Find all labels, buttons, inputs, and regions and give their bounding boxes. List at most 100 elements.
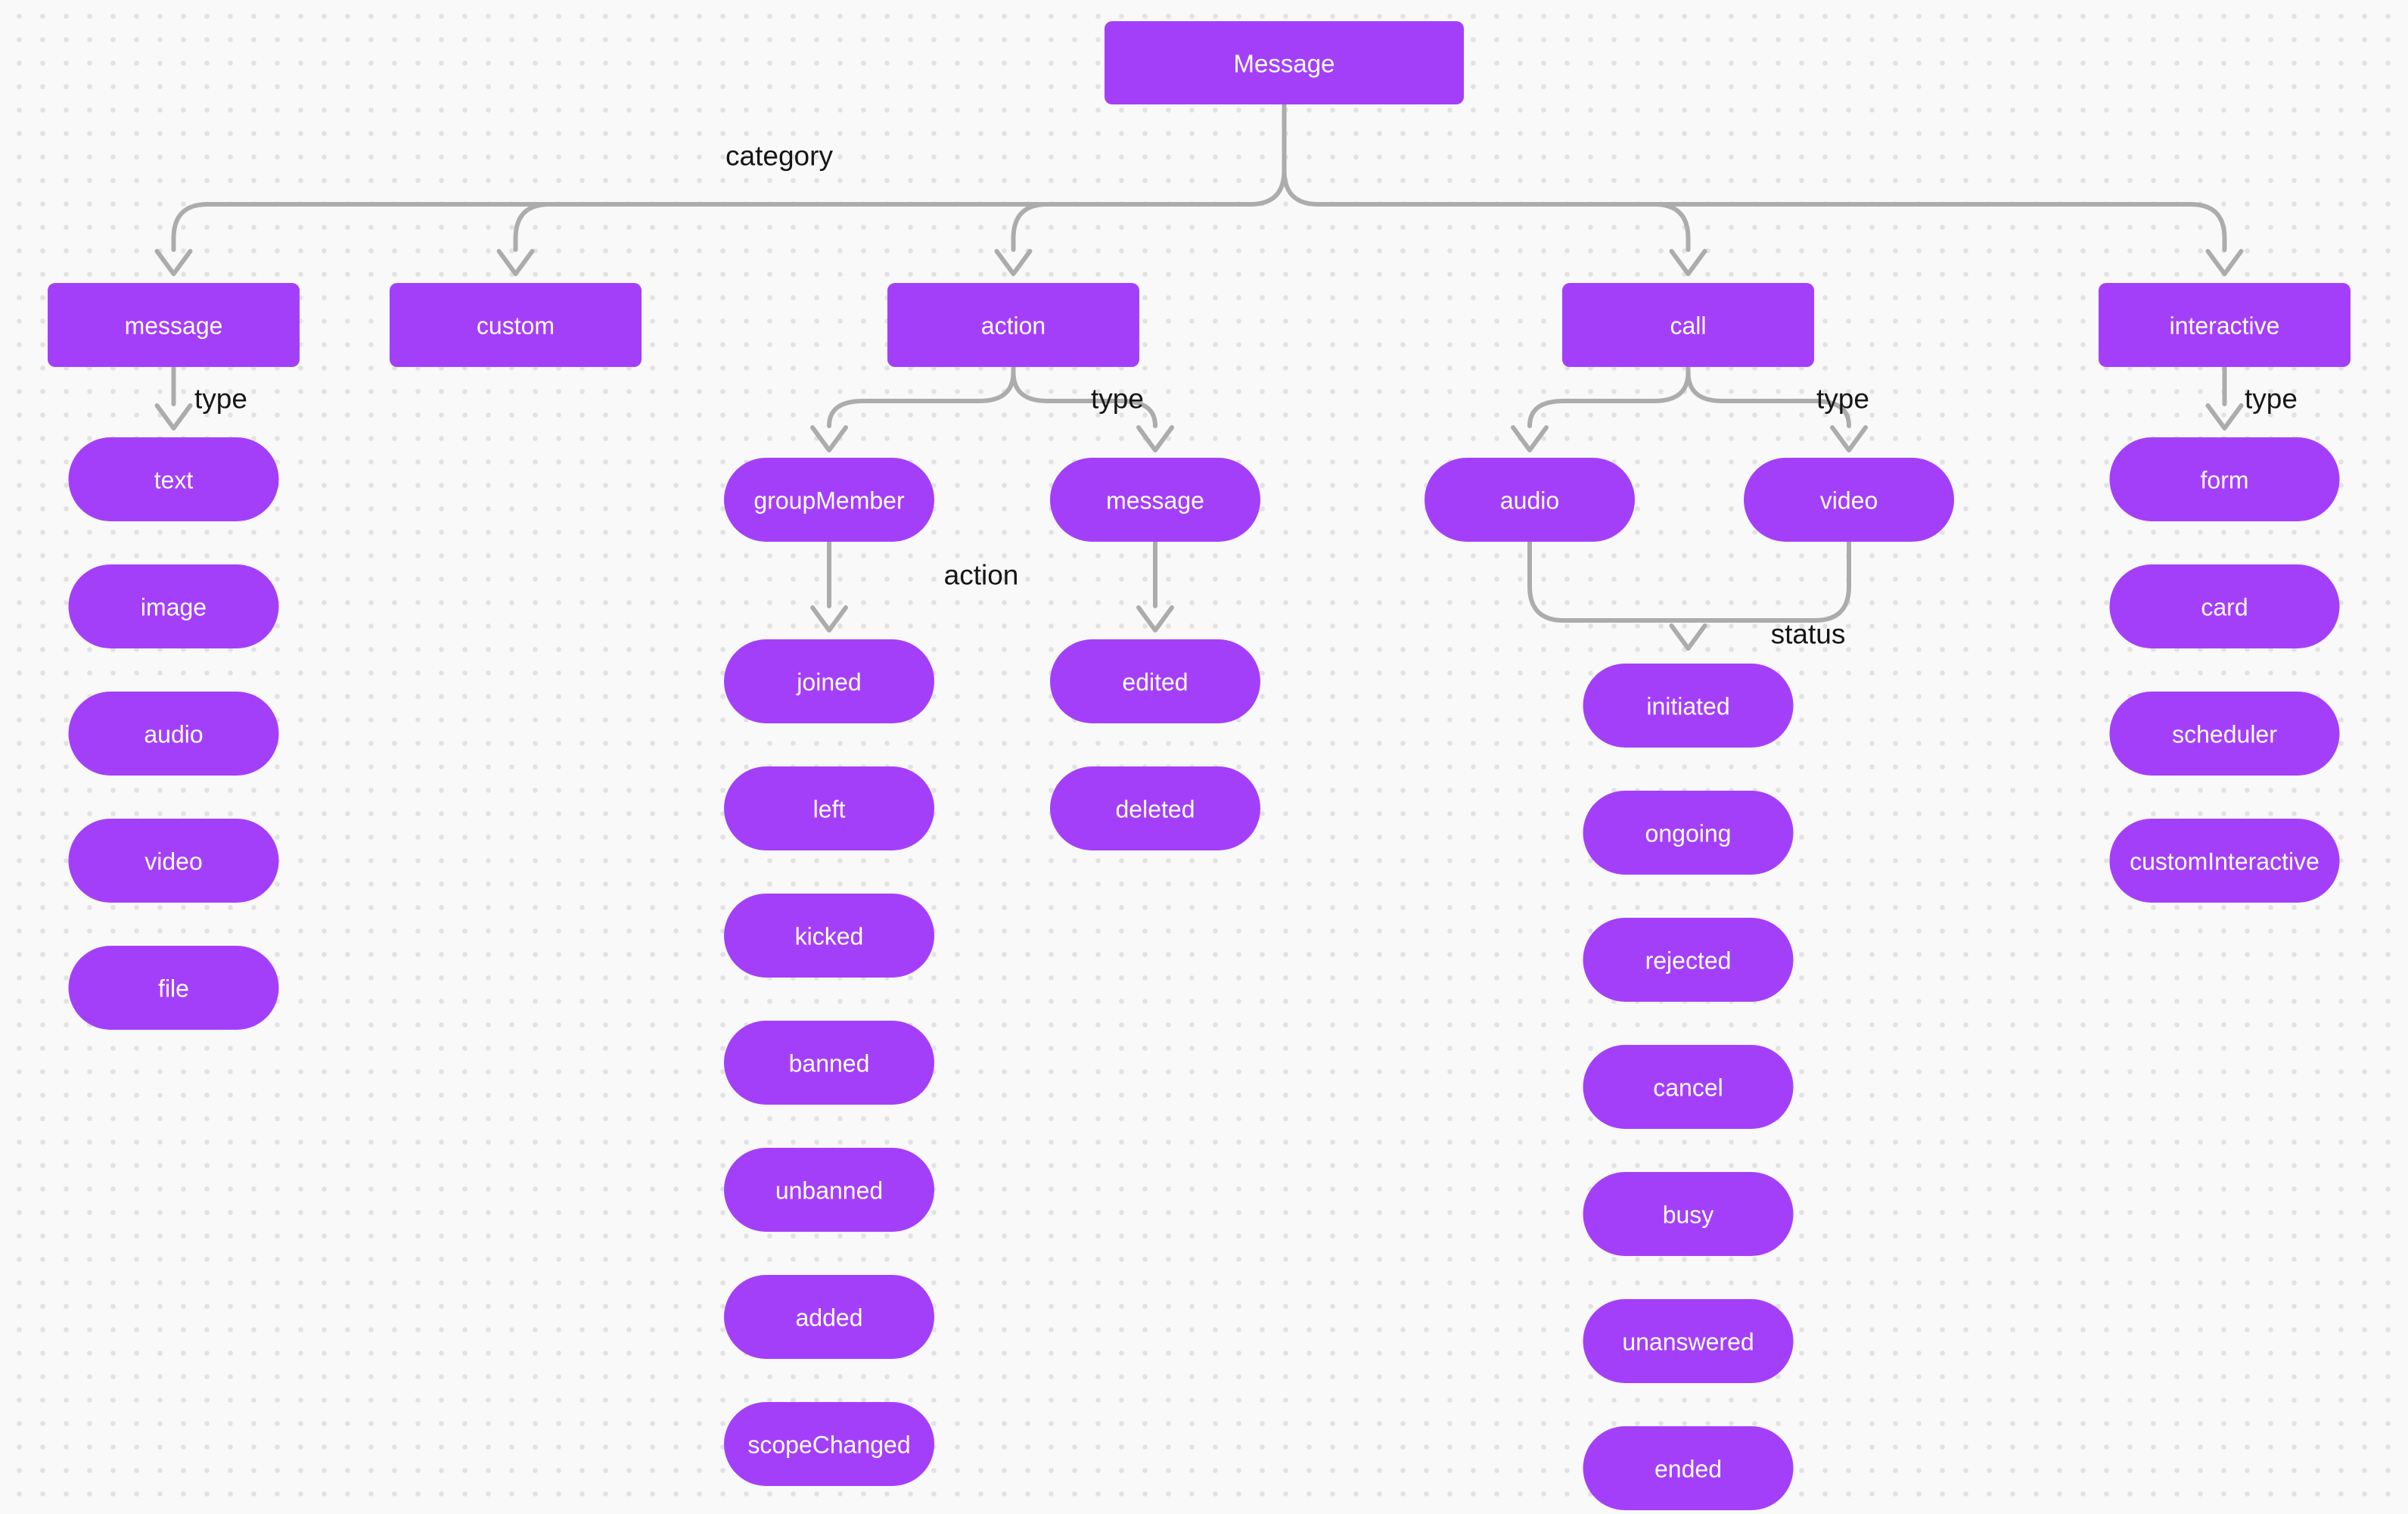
node-type-image[interactable]: image — [68, 564, 279, 648]
node-category-custom[interactable]: custom — [390, 283, 642, 367]
edge-label-status: status — [1771, 619, 1846, 650]
node-status-ongoing[interactable]: ongoing — [1583, 791, 1794, 875]
node-type-audio-rect[interactable] — [68, 692, 279, 776]
node-actiontype-message-rect[interactable] — [1050, 458, 1260, 542]
node-status-cancel-rect[interactable] — [1583, 1045, 1794, 1129]
node-status-ongoing-rect[interactable] — [1583, 791, 1794, 875]
node-calltype-audio-rect[interactable] — [1425, 458, 1635, 542]
node-inter-scheduler[interactable]: scheduler — [2109, 692, 2340, 776]
node-status-unanswered[interactable]: unanswered — [1583, 1299, 1794, 1383]
node-inter-card[interactable]: card — [2109, 564, 2340, 648]
node-gm-banned-rect[interactable] — [724, 1021, 934, 1105]
node-actiontype-message[interactable]: message — [1050, 458, 1260, 542]
node-message-root[interactable]: Message — [1105, 21, 1464, 104]
node-gm-unbanned[interactable]: unbanned — [724, 1148, 934, 1232]
node-category-interactive-rect[interactable] — [2099, 283, 2351, 367]
node-actiontype-message-label: message — [1106, 487, 1204, 515]
node-actiontype-groupmember-rect[interactable] — [724, 458, 934, 542]
node-calltype-video-rect[interactable] — [1744, 458, 1954, 542]
node-inter-scheduler-label: scheduler — [2172, 721, 2277, 748]
node-category-call-label: call — [1670, 312, 1706, 340]
node-type-video[interactable]: video — [68, 819, 279, 903]
edges — [154, 102, 2244, 651]
node-category-call[interactable]: call — [1562, 283, 1814, 367]
node-status-rejected[interactable]: rejected — [1583, 918, 1794, 1002]
node-status-ended[interactable]: ended — [1583, 1426, 1794, 1510]
node-type-video-rect[interactable] — [68, 819, 279, 903]
edge-label-type-action: type — [1091, 384, 1144, 415]
arrowhead-status — [1669, 623, 1707, 651]
node-type-text-rect[interactable] — [68, 437, 279, 521]
node-inter-custominteractive-rect[interactable] — [2109, 819, 2340, 903]
node-inter-form[interactable]: form — [2109, 437, 2340, 521]
node-category-interactive[interactable]: interactive — [2099, 283, 2351, 367]
node-type-video-label: video — [144, 848, 203, 875]
node-status-cancel[interactable]: cancel — [1583, 1045, 1794, 1129]
node-type-file[interactable]: file — [68, 946, 279, 1030]
node-gm-scopechanged-label: scopeChanged — [747, 1432, 910, 1459]
node-category-message-rect[interactable] — [48, 283, 300, 367]
edge-merge-audio — [1527, 539, 1691, 623]
edge-branch-custom — [513, 202, 552, 252]
node-gm-kicked-rect[interactable] — [724, 894, 934, 978]
node-gm-banned-label: banned — [789, 1050, 870, 1077]
node-inter-form-rect[interactable] — [2109, 437, 2340, 521]
node-status-initiated[interactable]: initiated — [1583, 664, 1794, 748]
node-status-ended-rect[interactable] — [1583, 1426, 1794, 1510]
node-category-action-rect[interactable] — [887, 283, 1139, 367]
node-type-text[interactable]: text — [68, 437, 279, 521]
node-inter-scheduler-rect[interactable] — [2109, 692, 2340, 776]
node-gm-scopechanged[interactable]: scopeChanged — [724, 1402, 934, 1486]
node-type-image-label: image — [141, 594, 207, 621]
node-status-unanswered-rect[interactable] — [1583, 1299, 1794, 1383]
node-category-action[interactable]: action — [887, 283, 1139, 367]
node-status-rejected-rect[interactable] — [1583, 918, 1794, 1002]
node-calltype-video[interactable]: video — [1744, 458, 1954, 542]
node-status-initiated-rect[interactable] — [1583, 664, 1794, 748]
node-inter-custominteractive[interactable]: customInteractive — [2109, 819, 2340, 903]
node-status-unanswered-label: unanswered — [1622, 1329, 1754, 1356]
node-category-action-label: action — [981, 312, 1046, 340]
arrowhead-custom — [496, 249, 535, 276]
node-inter-custominteractive-label: customInteractive — [2130, 848, 2319, 875]
node-actiontype-groupmember[interactable]: groupMember — [724, 458, 934, 542]
node-msg-edited-label: edited — [1122, 669, 1188, 696]
node-inter-form-label: form — [2201, 467, 2249, 494]
node-message-root-rect[interactable] — [1105, 21, 1464, 104]
node-gm-unbanned-rect[interactable] — [724, 1148, 934, 1232]
node-type-audio[interactable]: audio — [68, 692, 279, 776]
node-status-busy[interactable]: busy — [1583, 1172, 1794, 1256]
edge-root-bus-right — [1282, 102, 2227, 252]
node-gm-added-label: added — [796, 1304, 863, 1332]
node-type-file-rect[interactable] — [68, 946, 279, 1030]
edge-merge-video — [1686, 539, 1851, 623]
node-msg-edited[interactable]: edited — [1050, 639, 1260, 723]
node-gm-added-rect[interactable] — [724, 1275, 934, 1359]
node-category-custom-rect[interactable] — [390, 283, 642, 367]
node-gm-kicked[interactable]: kicked — [724, 894, 934, 978]
node-msg-deleted[interactable]: deleted — [1050, 766, 1260, 850]
node-gm-joined-rect[interactable] — [724, 639, 934, 723]
node-gm-scopechanged-rect[interactable] — [724, 1402, 934, 1486]
node-msg-deleted-label: deleted — [1116, 796, 1195, 823]
node-gm-joined[interactable]: joined — [724, 639, 934, 723]
node-category-interactive-label: interactive — [2170, 312, 2280, 340]
node-type-image-rect[interactable] — [68, 564, 279, 648]
node-gm-added[interactable]: added — [724, 1275, 934, 1359]
edge-branch-call — [1651, 202, 1691, 252]
node-gm-banned[interactable]: banned — [724, 1021, 934, 1105]
node-gm-left-rect[interactable] — [724, 766, 934, 850]
node-calltype-audio[interactable]: audio — [1425, 458, 1635, 542]
node-gm-left[interactable]: left — [724, 766, 934, 850]
arrowhead-interactive — [2205, 249, 2244, 276]
edge-label-action: action — [944, 560, 1019, 591]
node-category-message-label: message — [125, 312, 223, 340]
node-category-call-rect[interactable] — [1562, 283, 1814, 367]
node-msg-deleted-rect[interactable] — [1050, 766, 1260, 850]
node-msg-edited-rect[interactable] — [1050, 639, 1260, 723]
arrowhead-action — [994, 249, 1033, 276]
node-status-busy-rect[interactable] — [1583, 1172, 1794, 1256]
node-inter-card-rect[interactable] — [2109, 564, 2340, 648]
node-category-message[interactable]: message — [48, 283, 300, 367]
